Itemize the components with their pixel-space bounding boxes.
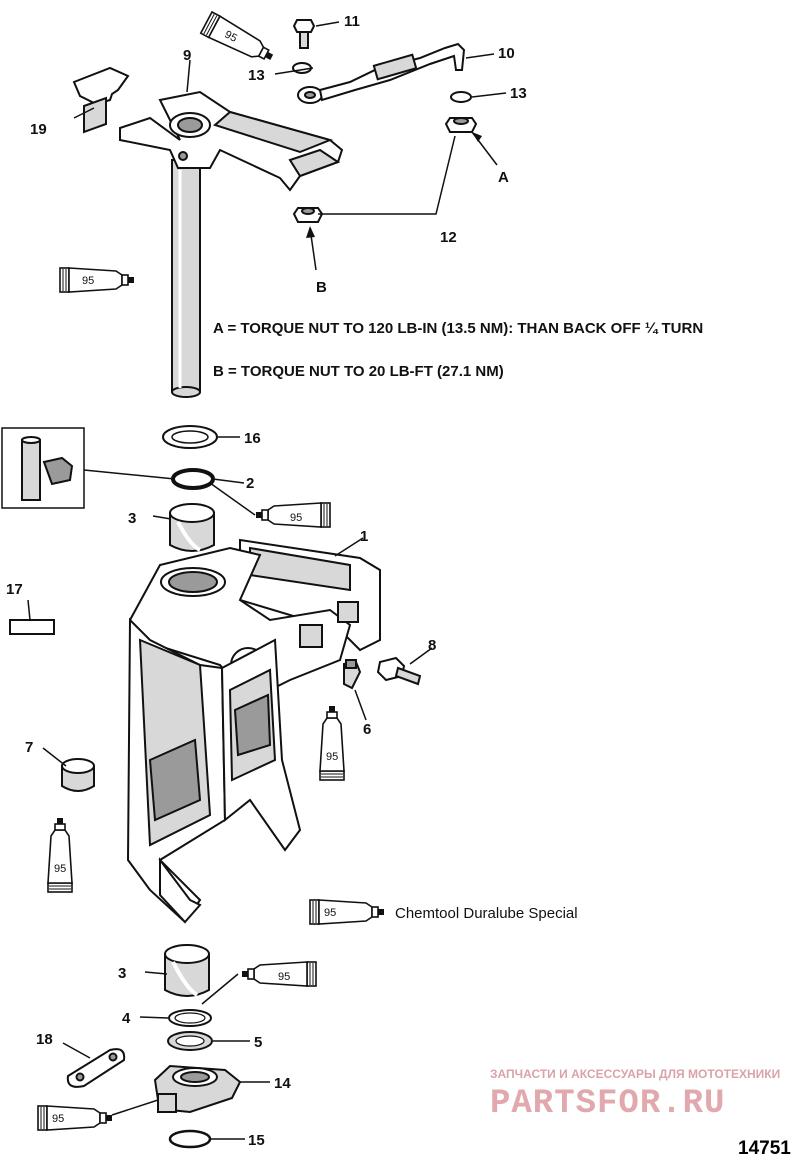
callout-2: 2: [246, 475, 254, 492]
legend-lube-tube: 95: [309, 899, 385, 925]
callout-8: 8: [428, 637, 436, 654]
lube-tube-grease-fitting: [319, 705, 345, 781]
torque-note-b: B = TORQUE NUT TO 20 LB-FT (27.1 NM): [213, 363, 504, 380]
svg-text:95: 95: [82, 275, 94, 287]
callout-3-lower: 3: [118, 965, 126, 982]
callout-10: 10: [498, 45, 515, 62]
diagram-number: 14751: [738, 1138, 791, 1159]
plate-part-18: [66, 1048, 126, 1088]
callout-13-right: 13: [510, 85, 527, 102]
decal-part-19: [72, 66, 130, 134]
callout-4: 4: [122, 1010, 131, 1027]
svg-text:95: 95: [54, 863, 66, 875]
svg-text:95: 95: [52, 1113, 64, 1125]
callout-3-upper: 3: [128, 510, 136, 527]
decal-part-17: [9, 619, 55, 635]
grease-fitting-part-6: [343, 659, 362, 690]
svg-text:95: 95: [223, 29, 239, 45]
washer-part-13-right: [450, 91, 472, 103]
svg-text:95: 95: [278, 971, 290, 983]
bolt-part-11: [292, 19, 316, 49]
callout-1: 1: [360, 528, 368, 545]
ring-part-15: [168, 1129, 212, 1149]
callout-12: 12: [440, 229, 457, 246]
leader-lines: [27, 21, 507, 1140]
svg-text:95: 95: [326, 751, 338, 763]
callout-9: 9: [183, 47, 191, 64]
callout-13-top: 13: [248, 67, 265, 84]
callout-18: 18: [36, 1031, 53, 1048]
callout-15: 15: [248, 1132, 265, 1149]
svg-text:95: 95: [324, 907, 336, 919]
svg-text:ЗАПЧАСТИ И АКСЕССУАРЫ ДЛЯ МОТО: ЗАПЧАСТИ И АКСЕССУАРЫ ДЛЯ МОТОТЕХНИКИ: [490, 1067, 780, 1081]
callout-7: 7: [25, 739, 33, 756]
legend-label: Chemtool Duralube Special: [395, 905, 578, 922]
bushing-part-3-lower: [164, 944, 210, 997]
watermark: ЗАПЧАСТИ И АКСЕССУАРЫ ДЛЯ МОТОТЕХНИКИ PA…: [490, 1067, 780, 1123]
lube-tube-shaft: 95: [59, 267, 135, 293]
seal-ring-part-2: [171, 468, 215, 490]
lube-tube-bushing-7: [47, 817, 73, 893]
callout-14: 14: [274, 1075, 291, 1092]
callout-6: 6: [363, 721, 371, 738]
torque-note-a: A = TORQUE NUT TO 120 LB-IN (13.5 NM): T…: [213, 320, 703, 337]
bushing-part-3-upper: [169, 503, 215, 552]
callout-17: 17: [6, 581, 23, 598]
svg-text:95: 95: [290, 512, 302, 524]
nut-part-a: [444, 117, 478, 133]
lube-tube-yoke: 95: [37, 1105, 113, 1131]
yoke-part-14: [153, 1064, 242, 1114]
bolt-part-8: [376, 656, 422, 686]
callout-numbers: 1 2 3 3 4 5 6 7 8 9 10 11 12 13 13 14 15…: [6, 13, 527, 1149]
lube-tube-top-left: 95: [199, 11, 279, 69]
callout-b: B: [316, 279, 327, 296]
swivel-bracket-part-1: [126, 538, 381, 924]
nut-part-b: [292, 207, 324, 223]
steering-arm-part-9: [119, 90, 344, 398]
callout-a: A: [498, 169, 509, 186]
link-rod-part-10: [297, 42, 466, 104]
callout-19: 19: [30, 121, 47, 138]
callout-5: 5: [254, 1034, 262, 1051]
detail-inset: [1, 427, 85, 509]
bushing-part-7: [61, 758, 95, 792]
callout-11: 11: [344, 13, 360, 30]
callout-16: 16: [244, 430, 261, 447]
svg-text:PARTSFOR.RU: PARTSFOR.RU: [490, 1085, 725, 1123]
